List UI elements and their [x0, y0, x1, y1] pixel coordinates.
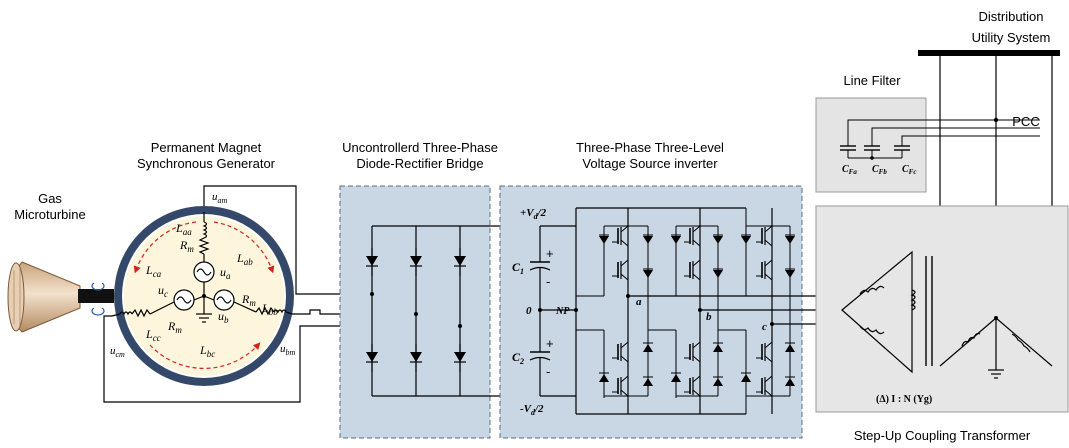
sym-np: NP	[555, 306, 570, 317]
gas-microturbine	[7, 261, 114, 333]
rectifier-box	[339, 185, 491, 439]
transformer-box	[815, 205, 1069, 413]
pmsg-label-line2: Synchronous Generator	[137, 156, 276, 171]
sym-ubm: ubm	[280, 343, 296, 357]
inverter-label-line2: Voltage Source inverter	[582, 156, 718, 171]
sym-rm-right: Rm	[241, 292, 256, 308]
sym-c2: C2	[512, 350, 524, 366]
inverter-box	[499, 185, 803, 439]
sym-rm-left: Rm	[167, 319, 182, 335]
sym-lab: Lab	[236, 251, 253, 267]
sym-uc: uc	[158, 283, 168, 299]
pcc-label: PCC	[1012, 114, 1039, 129]
dc-link-symbols: +Vd/2 -Vd/2 C1 C2 + - + - 0 NP	[512, 207, 570, 417]
pmsg-symbols: uam Laa Rm Lab Lca ua uc Rm Lbb Rm ub Lc…	[110, 191, 296, 359]
sym-ub: ub	[218, 309, 229, 325]
sym-lcc: Lcc	[145, 327, 161, 343]
sym-c1-plus: +	[546, 246, 554, 261]
generator-output-wires	[103, 185, 460, 403]
transformer-ratio: (Δ) I : N (Yg)	[876, 394, 932, 405]
step-up-transformer	[841, 250, 1053, 379]
transformer-label: Step-Up Coupling Transformer	[854, 428, 1031, 443]
line-filter-capacitors	[840, 119, 940, 160]
sym-lca: Lca	[145, 263, 162, 279]
sym-zero: 0	[526, 305, 532, 317]
inverter-label-line1: Three-Phase Three-Level	[576, 140, 724, 155]
turbine-label-line1: Gas	[38, 191, 62, 206]
sym-cfb: CFb	[872, 164, 887, 176]
pmsg-generator	[111, 206, 294, 386]
sym-ua: ua	[220, 265, 231, 281]
rectifier-label-line2: Diode-Rectifier Bridge	[356, 156, 483, 171]
sym-c1-minus: -	[546, 274, 550, 289]
dc-link	[529, 207, 746, 415]
turbine-label-line2: Microturbine	[14, 207, 86, 222]
sym-vd-neg: -Vd/2	[520, 403, 544, 417]
sym-cfa: CFa	[842, 164, 857, 176]
line-filter-label: Line Filter	[843, 73, 901, 88]
sym-uam: uam	[212, 191, 228, 205]
line-filter-box	[815, 97, 927, 193]
sym-phase-a: a	[636, 296, 642, 308]
sym-ucm: ucm	[110, 345, 125, 359]
sym-phase-b: b	[706, 311, 712, 323]
rectifier-label-line1: Uncontrollerd Three-Phase	[342, 140, 498, 155]
utility-label-line2: Utility System	[972, 30, 1051, 45]
sym-c2-minus: -	[546, 364, 550, 379]
sym-rm-top: Rm	[179, 238, 194, 254]
sym-vd-pos: +Vd/2	[520, 207, 547, 221]
sym-lbb: Lbb	[261, 301, 278, 317]
sym-c1: C1	[512, 260, 524, 276]
utility-label-line1: Distribution	[978, 9, 1043, 24]
sym-laa: Laa	[175, 221, 192, 237]
sym-c2-plus: +	[546, 336, 554, 351]
sym-lbc: Lbc	[199, 343, 215, 359]
utility-busbar	[918, 50, 1060, 56]
sym-cfc: CFc	[902, 164, 916, 176]
pmsg-label-line1: Permanent Magnet	[151, 140, 262, 155]
sym-phase-c: c	[762, 321, 767, 333]
